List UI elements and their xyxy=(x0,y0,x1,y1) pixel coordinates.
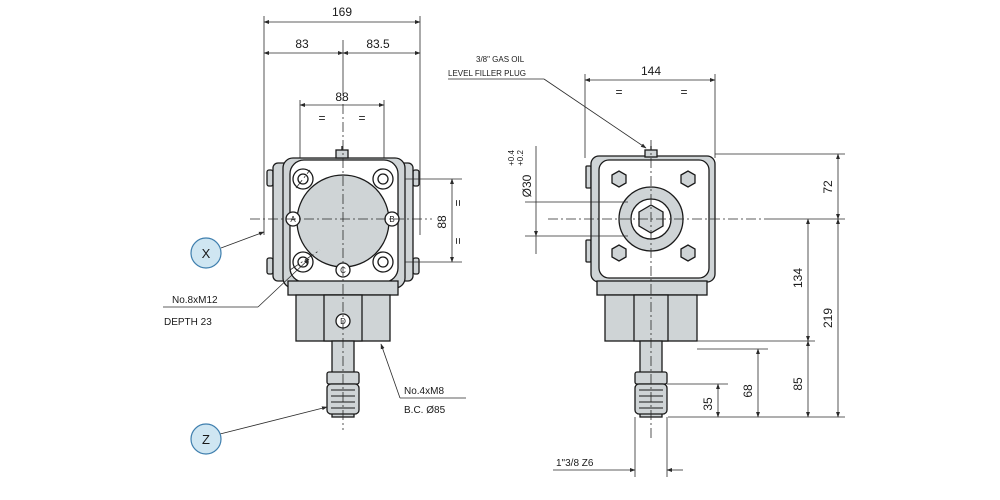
dimension-144-label: 144 xyxy=(641,64,661,78)
dimension-83-83-5: 83 83.5 xyxy=(263,37,421,86)
equal-mark-144-right: = xyxy=(680,85,687,99)
lower-housing-side xyxy=(596,280,708,342)
dimension-bore: Ø30 +0.4 +0.2 xyxy=(507,146,628,254)
note-threaded-holes: No.8xM12 DEPTH 23 xyxy=(163,258,310,328)
dimension-spline-label: 1"3/8 Z6 xyxy=(556,458,594,469)
tolerance-upper: +0.4 xyxy=(507,150,516,166)
dimension-144: 144 = = xyxy=(584,64,716,158)
dimension-83-5-label: 83.5 xyxy=(366,37,390,51)
point-b-label: B xyxy=(389,215,394,224)
equal-mark-right: = xyxy=(358,111,365,125)
callout-x-label: X xyxy=(202,246,211,261)
dimension-88-label: 88 xyxy=(335,90,349,104)
equal-mark-left: = xyxy=(318,111,325,125)
dimension-bore-label: Ø30 xyxy=(520,174,534,197)
gearbox-body-side xyxy=(585,146,716,283)
left-view: 169 83 83.5 88 = = xyxy=(163,5,466,455)
note-threaded-holes-line1: No.8xM12 xyxy=(172,295,218,306)
dimension-spline: 1"3/8 Z6 xyxy=(553,417,683,477)
dimension-88-vertical: 88 = = xyxy=(405,178,465,263)
note-shaft-bolts-line2: B.C. Ø85 xyxy=(404,405,446,416)
dimension-72: 72 xyxy=(715,153,845,220)
dimension-83-label: 83 xyxy=(295,37,309,51)
note-threaded-holes-line2: DEPTH 23 xyxy=(164,317,212,328)
callout-x: X xyxy=(190,231,265,269)
dimension-35: 35 xyxy=(667,383,728,418)
dimension-134-label: 134 xyxy=(791,268,805,288)
note-shaft-bolts: No.4xM8 B.C. Ø85 xyxy=(380,343,466,416)
note-oil-plug-line2: LEVEL FILLER PLUG xyxy=(448,69,526,78)
equal-mark-top: = xyxy=(451,199,465,206)
right-view: 3/8" GAS OIL LEVEL FILLER PLUG 144 = = xyxy=(448,55,845,477)
equal-mark-144-left: = xyxy=(615,85,622,99)
dimension-219-label: 219 xyxy=(821,308,835,328)
tolerance-lower: +0.2 xyxy=(516,150,525,166)
callout-z-label: Z xyxy=(202,432,210,447)
dimension-68-label: 68 xyxy=(741,384,755,398)
dimension-134: 134 xyxy=(697,218,815,342)
note-oil-plug: 3/8" GAS OIL LEVEL FILLER PLUG xyxy=(448,55,647,149)
equal-mark-bottom: = xyxy=(451,237,465,244)
callout-z: Z xyxy=(190,406,328,455)
note-oil-plug-line1: 3/8" GAS OIL xyxy=(476,55,525,64)
dimension-85: 85 xyxy=(791,340,810,418)
dimension-169-label: 169 xyxy=(332,5,352,19)
dimension-85-label: 85 xyxy=(791,377,805,391)
note-shaft-bolts-line1: No.4xM8 xyxy=(404,386,444,397)
dimension-68: 68 xyxy=(697,348,768,418)
dimension-88-vertical-label: 88 xyxy=(435,215,449,229)
dimension-72-label: 72 xyxy=(821,180,835,194)
dimension-35-label: 35 xyxy=(701,397,715,411)
point-a-label: A xyxy=(290,215,296,224)
